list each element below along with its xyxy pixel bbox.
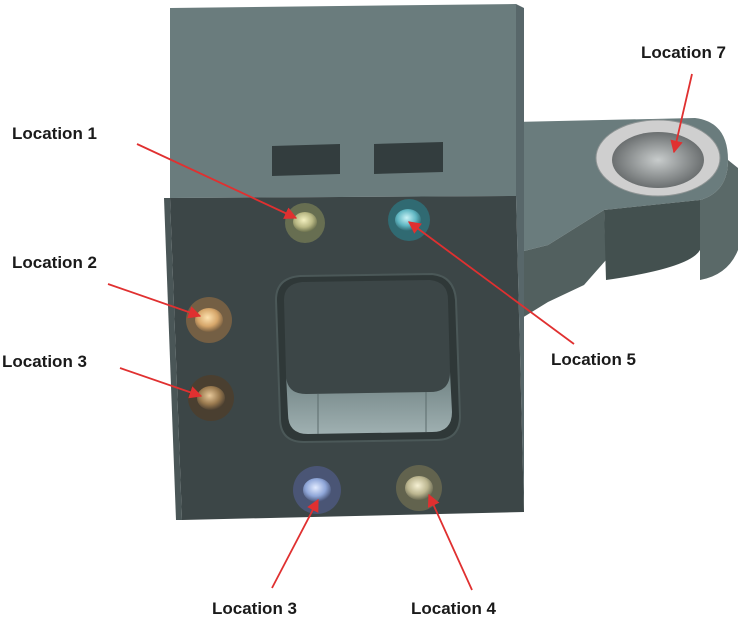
arrow-location-4: [427, 493, 473, 591]
label-location-2: Location 2: [12, 253, 97, 272]
arrow-location-7: [670, 73, 693, 154]
arrow-location-2: [107, 283, 202, 319]
arrow-location-5: [407, 221, 575, 345]
hole-location-3-left: [188, 375, 234, 421]
main-block: [164, 4, 524, 520]
bracket-end-face: [700, 160, 738, 280]
callout-labels: Location 1 Location 2 Location 3 Locatio…: [2, 43, 726, 618]
top-slot-right: [374, 142, 443, 174]
center-pocket: [274, 272, 462, 444]
label-location-4: Location 4: [411, 599, 497, 618]
arrow-location-1: [136, 143, 298, 219]
callout-arrows: [107, 73, 693, 591]
hole-location-4: [396, 465, 442, 511]
block-left-edge: [164, 198, 182, 520]
label-location-3-bottom: Location 3: [212, 599, 297, 618]
pocket-wall: [286, 372, 452, 434]
label-location-5: Location 5: [551, 350, 636, 369]
bracket-gusset-face: [520, 210, 606, 318]
block-right-face: [516, 4, 524, 512]
side-bracket: [514, 118, 738, 318]
label-location-7: Location 7: [641, 43, 726, 62]
hole-location-3-bottom: [293, 466, 341, 514]
pocket-floor: [284, 280, 450, 394]
arrow-location-3-left: [119, 367, 203, 399]
bore-hole: [612, 132, 704, 188]
label-location-1: Location 1: [12, 124, 97, 143]
top-slot-left: [272, 144, 340, 176]
block-top-face: [170, 4, 516, 198]
arrow-location-3-bottom: [271, 498, 319, 589]
hole-location-2: [186, 297, 232, 343]
hole-location-1: [285, 203, 325, 243]
hole-location-5: [388, 199, 430, 241]
bracket-front-face: [604, 200, 700, 280]
label-location-3-left: Location 3: [2, 352, 87, 371]
